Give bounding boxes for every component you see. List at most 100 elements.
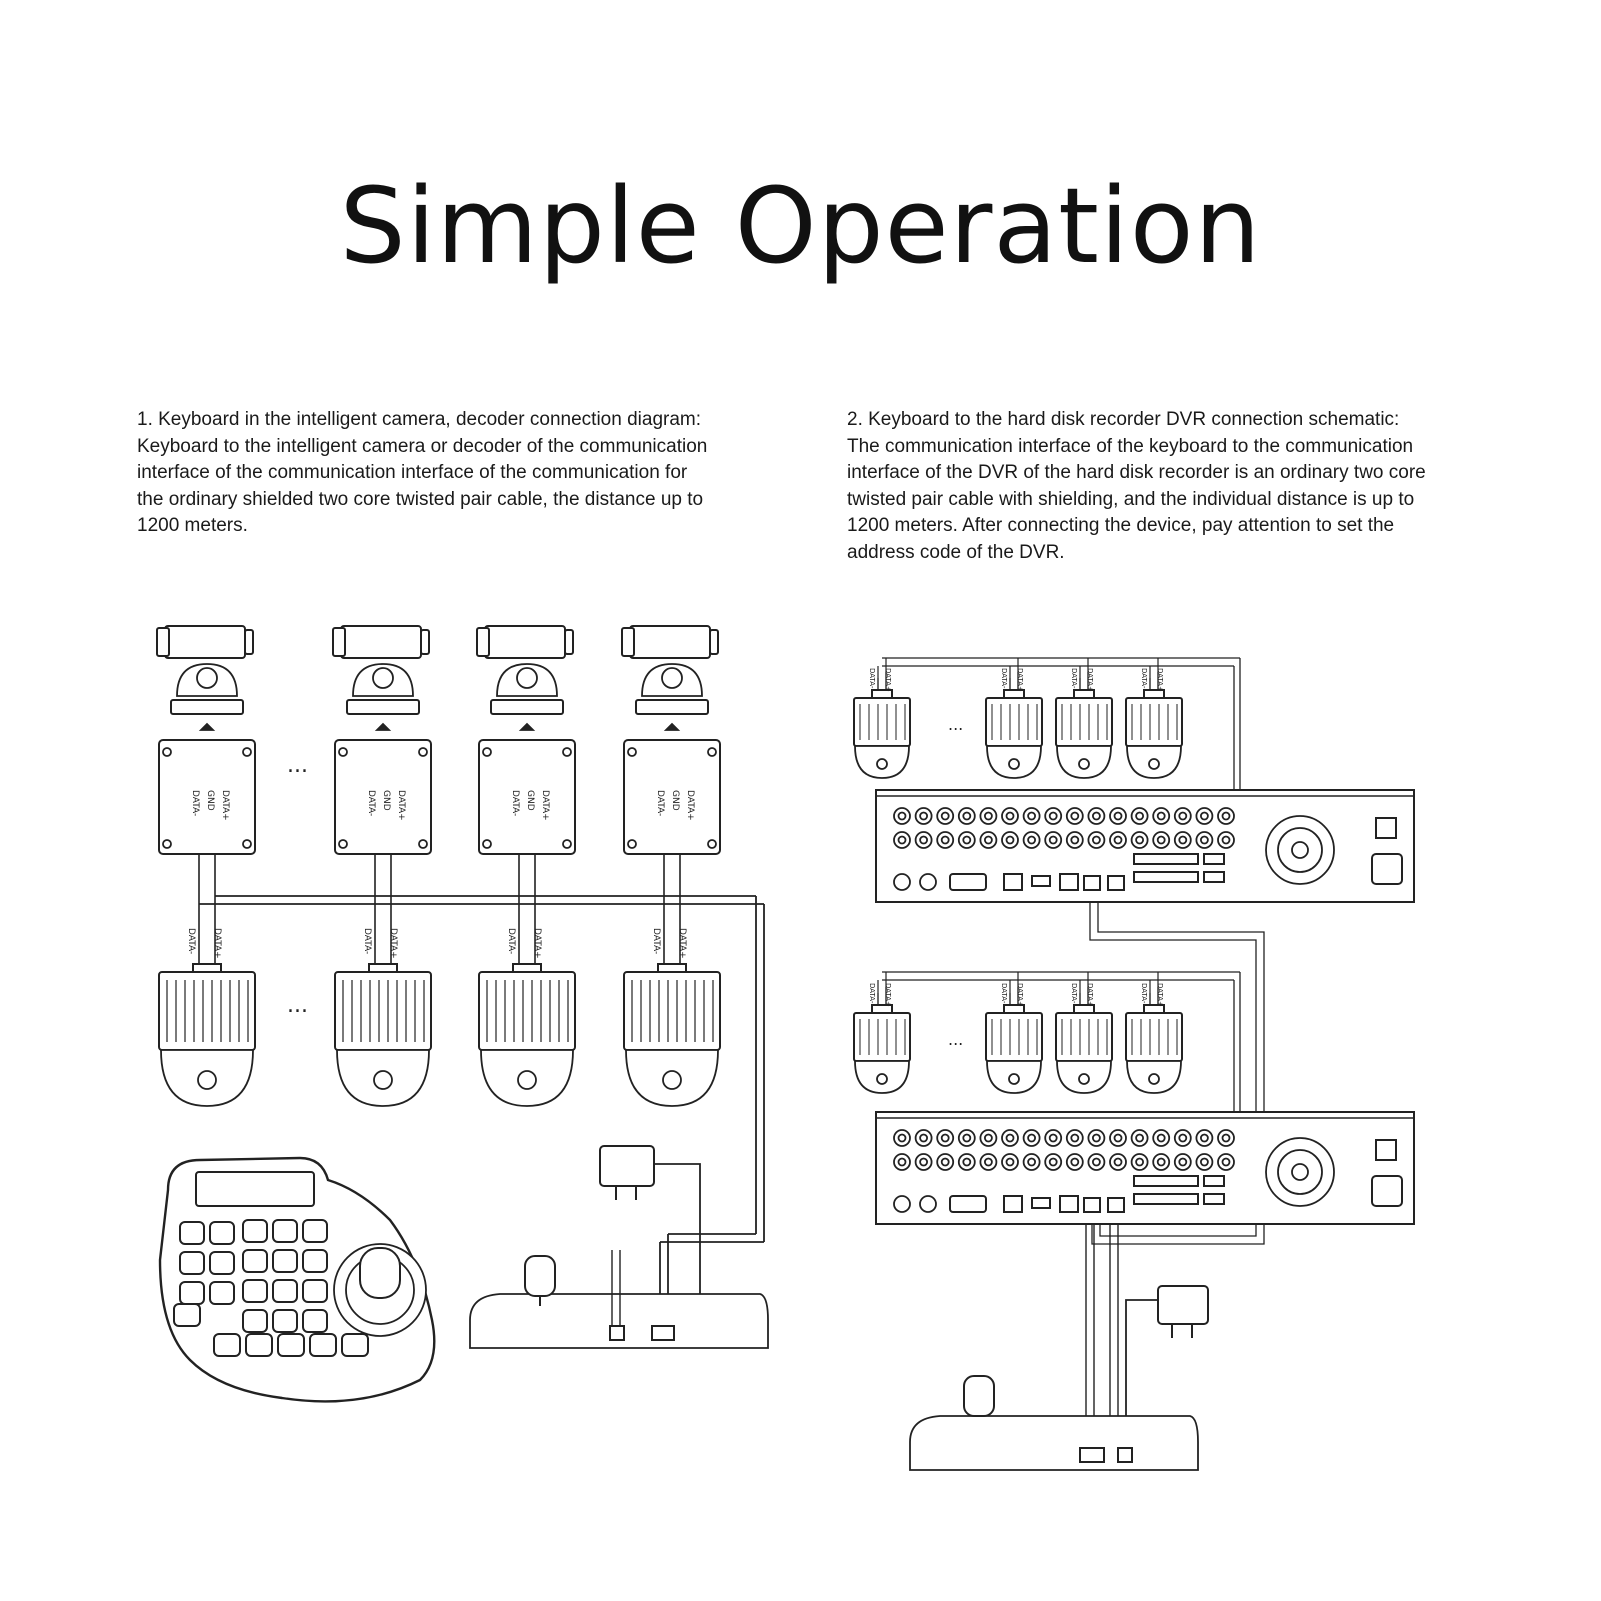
keypad-button (242, 1249, 268, 1273)
keypad-button (277, 1333, 305, 1357)
dome-lens (1008, 758, 1020, 770)
bnc-connector-core (1005, 811, 1015, 821)
adapter-body (599, 1145, 655, 1187)
bnc-connector-core (984, 811, 993, 821)
dome-housing (1125, 697, 1183, 747)
screw-icon (338, 747, 348, 757)
camera-pivot (372, 667, 394, 689)
dome-lens (1148, 758, 1160, 770)
bnc-connector-core (1135, 1157, 1144, 1167)
bnc-connector-core (1135, 811, 1144, 821)
keypad-button (242, 1219, 268, 1243)
power-port (609, 1325, 625, 1341)
dome-lens (876, 758, 888, 770)
power-port (1117, 1447, 1133, 1463)
camera-base (635, 699, 709, 715)
joystick-icon (359, 1247, 401, 1299)
bnc-connector-core (1156, 835, 1166, 845)
decoder-body (334, 739, 432, 855)
bnc-connector-core (897, 1157, 907, 1167)
bnc-connector-core (897, 811, 907, 821)
cable-line (1091, 902, 1265, 1245)
section2-line: twisted pair cable with shielding, and t… (847, 488, 1415, 510)
camera-lens (621, 627, 635, 657)
bnc-connector-core (1178, 835, 1188, 845)
keypad-button (209, 1281, 235, 1305)
bnc-connector-core (1005, 1133, 1015, 1143)
rs485-terminal (1107, 1197, 1125, 1213)
bnc-connector-core (940, 811, 950, 821)
section2-line: 2. Keyboard to the hard disk recorder DV… (847, 409, 1400, 430)
dvr-dome-camera (1125, 1004, 1183, 1094)
camera-lens (332, 627, 346, 657)
dvr-recorder (875, 1111, 1415, 1225)
keypad-button (272, 1279, 298, 1303)
dome-lens (662, 1070, 682, 1090)
dvr-recorder (875, 789, 1415, 903)
dome-wire-label: DATA- (1000, 983, 1008, 1004)
bnc-connector-core (1135, 1133, 1144, 1143)
decoder-terminal-label: GND (670, 790, 680, 811)
section2-line: 1200 meters. After connecting the device… (847, 515, 1395, 536)
bnc-connector-core (962, 1157, 972, 1167)
keypad-button (302, 1219, 328, 1243)
section2-line: interface of the DVR of the hard disk re… (847, 462, 1426, 483)
keypad-button (302, 1279, 328, 1303)
section2-description: 2. Keyboard to the hard disk recorder DV… (847, 407, 1507, 566)
screw-icon (242, 839, 252, 849)
joystick-icon (524, 1255, 556, 1297)
bnc-connector-core (940, 835, 950, 845)
dome-wire-label: DATA- (868, 983, 876, 1004)
camera-body (340, 625, 422, 659)
bnc-connector-core (962, 835, 972, 845)
camera-back (709, 629, 719, 655)
dome-housing (158, 971, 256, 1051)
bnc-connector-core (1200, 835, 1209, 845)
bnc-connector-core (984, 835, 993, 845)
section2-line: The communication interface of the keybo… (847, 435, 1414, 457)
bnc-connector-core (897, 1133, 907, 1143)
camera-lens (476, 627, 490, 657)
dome-lens (517, 1070, 537, 1090)
dome-housing (1125, 1012, 1183, 1062)
dvr-dome-camera (853, 689, 911, 779)
decoder-body (158, 739, 256, 855)
alarm-terminal-block (1133, 853, 1199, 865)
page-title: Simple Operation (339, 165, 1262, 287)
keypad-button (179, 1221, 205, 1245)
dome-wire-label: DATA- (506, 928, 516, 954)
power-socket (1371, 853, 1403, 885)
screw-icon (338, 839, 348, 849)
keypad-button (209, 1251, 235, 1275)
dome-wire-label: DATA- (1140, 983, 1148, 1004)
decoder-terminal-label: DATA- (190, 790, 200, 816)
decoder-terminal-label: DATA- (510, 790, 520, 816)
dome-lens (1078, 1073, 1090, 1085)
bnc-connector-core (1048, 835, 1058, 845)
bnc-connector-core (1156, 1157, 1166, 1167)
ptz-keyboard (158, 1156, 436, 1403)
dome-wire-label: DATA- (651, 928, 661, 954)
bnc-connector (919, 1195, 937, 1213)
dome-wire-label: DATA+ (1156, 668, 1164, 692)
keypad-button (341, 1333, 369, 1357)
screw-icon (162, 839, 172, 849)
bnc-connector-core (1005, 1157, 1015, 1167)
camera-back (420, 629, 430, 655)
vga-port (949, 873, 987, 891)
bnc-connector-core (1178, 1133, 1188, 1143)
dome-housing (334, 971, 432, 1051)
dome-wire-label: DATA- (1140, 668, 1148, 689)
bnc-connector-core (1178, 811, 1188, 821)
dome-lens (1148, 1073, 1160, 1085)
alarm-terminal-block (1203, 871, 1225, 883)
decoder-terminal-label: DATA+ (396, 790, 406, 821)
decoder-body (478, 739, 576, 855)
bnc-connector-core (1070, 835, 1080, 845)
keypad-button (302, 1249, 328, 1273)
dome-wire-label: DATA- (1070, 668, 1078, 689)
keypad-button (242, 1279, 268, 1303)
